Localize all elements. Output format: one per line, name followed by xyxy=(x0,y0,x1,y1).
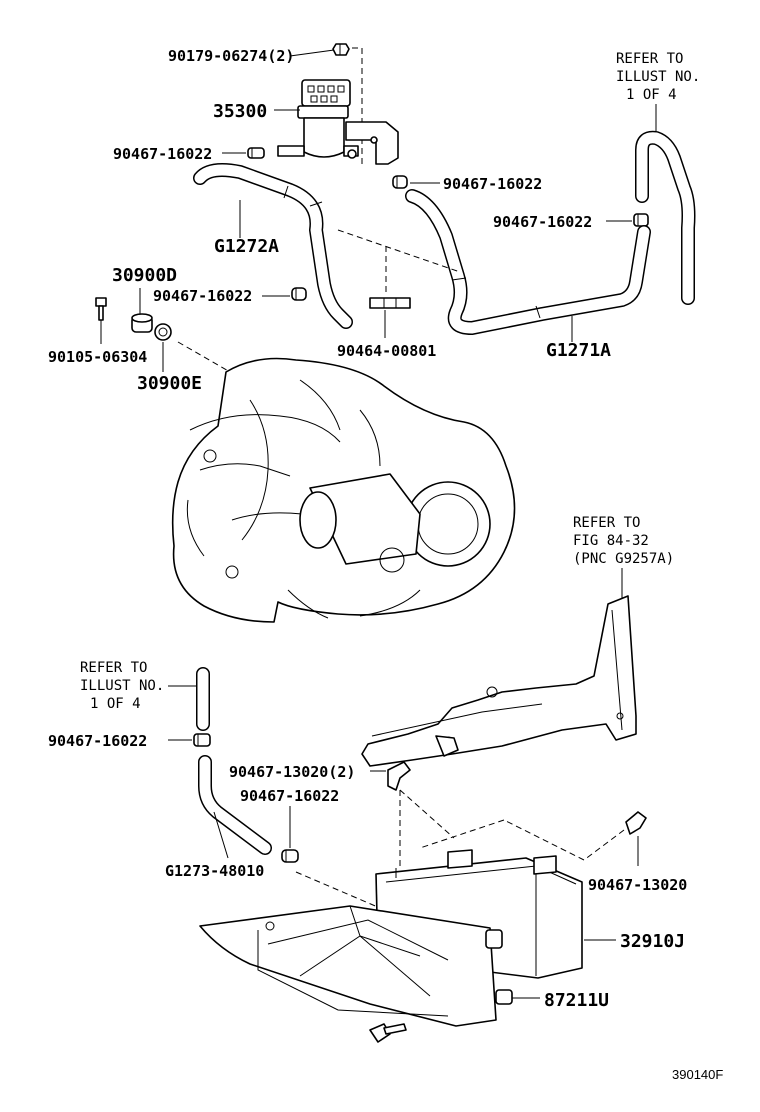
label-90467-16022-c: 90467-16022 xyxy=(493,213,592,231)
cover-87211u-icon xyxy=(199,905,513,1027)
label-g1272a: G1272A xyxy=(214,236,279,257)
label-90467-13020-2: 90467-13020(2) xyxy=(229,763,355,781)
hose-g1273-icon xyxy=(198,755,272,855)
label-g1273-48010: G1273-48010 xyxy=(165,862,264,880)
reference-hose-top-icon xyxy=(635,130,696,305)
hose-clamp-icon xyxy=(281,849,299,863)
hose-clamp-icon xyxy=(633,213,649,227)
hose-g1272a-icon xyxy=(193,163,353,329)
label-35300: 35300 xyxy=(213,101,267,122)
o-ring-30900e-icon xyxy=(154,323,172,341)
hose-clamp-icon xyxy=(193,733,211,747)
label-32910j: 32910J xyxy=(620,931,685,952)
refer-note-top: REFER TO ILLUST NO. 1 OF 4 xyxy=(616,51,709,103)
clip-90464-icon xyxy=(369,297,411,309)
clip-90467-13020-icon xyxy=(387,761,411,791)
label-90464-00801: 90464-00801 xyxy=(337,342,436,360)
hose-g1271a-icon xyxy=(405,189,651,335)
bolt-bottom-icon xyxy=(369,1023,407,1043)
label-90467-16022-e: 90467-16022 xyxy=(48,732,147,750)
oil-cooler-filter-35300-icon xyxy=(277,79,399,165)
label-87211u: 87211U xyxy=(544,990,609,1011)
clip-90467-13020-right-icon xyxy=(625,811,647,835)
mounting-bracket-icon xyxy=(361,595,637,767)
refer-note-bottom: REFER TO ILLUST NO. 1 OF 4 xyxy=(80,660,173,712)
label-90467-13020: 90467-13020 xyxy=(588,876,687,894)
label-30900d: 30900D xyxy=(112,265,177,286)
label-90467-16022-a: 90467-16022 xyxy=(113,145,212,163)
hose-clamp-icon xyxy=(291,287,307,301)
refer-note-fig: REFER TO FIG 84-32 (PNC G9257A) xyxy=(573,515,674,567)
sensor-30900d-icon xyxy=(131,313,153,333)
label-90467-16022-b: 90467-16022 xyxy=(443,175,542,193)
hose-clamp-icon xyxy=(247,147,265,159)
label-30900e: 30900E xyxy=(137,373,202,394)
label-90467-16022-f: 90467-16022 xyxy=(240,787,339,805)
label-g1271a: G1271A xyxy=(546,340,611,361)
hose-clamp-icon xyxy=(392,175,408,189)
bolt-90179-icon xyxy=(332,43,350,56)
transaxle-assembly-icon xyxy=(171,357,516,623)
label-90179-06274: 90179-06274(2) xyxy=(168,47,294,65)
diagram-code: 390140F xyxy=(672,1067,723,1082)
bolt-90105-icon xyxy=(95,297,107,321)
label-90467-16022-d: 90467-16022 xyxy=(153,287,252,305)
label-90105-06304: 90105-06304 xyxy=(48,348,147,366)
